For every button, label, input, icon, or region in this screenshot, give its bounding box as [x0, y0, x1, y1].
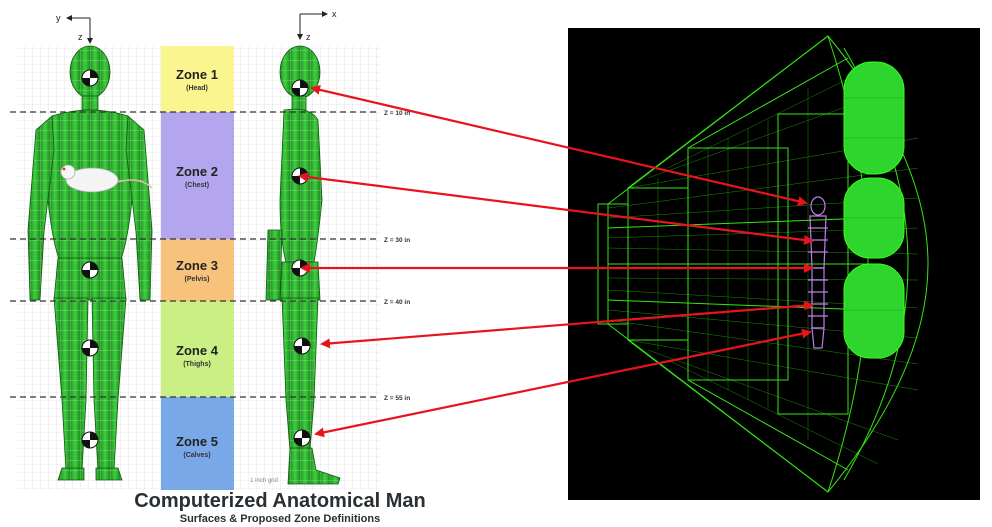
caption-title: Computerized Anatomical Man — [0, 490, 560, 512]
figure-caption: Computerized Anatomical Man Surfaces & P… — [0, 490, 560, 526]
side-axis-h-label: x — [332, 9, 337, 19]
zone-5-part: (Calves) — [183, 452, 210, 459]
zone-1-part: (Head) — [186, 85, 208, 92]
tank-pods — [844, 62, 904, 358]
zone-2-part: (Chest) — [185, 182, 209, 189]
grid-scale-label: 1 inch grid — [250, 478, 278, 484]
front-axis-h-label: y — [56, 13, 61, 23]
zone-5-name: Zone 5 — [176, 434, 218, 449]
caption-subtitle: Surfaces & Proposed Zone Definitions — [0, 512, 560, 526]
spacecraft-wireframe — [568, 28, 980, 500]
zone-2-name: Zone 2 — [176, 164, 218, 179]
front-axis-indicator: y z — [56, 13, 93, 44]
z-level-label-3: Z = 40 in — [384, 299, 410, 306]
zone-4-part: (Thighs) — [183, 361, 211, 368]
zone-3-name: Zone 3 — [176, 258, 218, 273]
anatomical-diagram: y z x z Zone 1 (Head) Zone 2 (Chest) Zon… — [0, 0, 560, 490]
zone-1-name: Zone 1 — [176, 67, 218, 82]
z-level-label-4: Z = 55 in — [384, 395, 410, 402]
zone-4-name: Zone 4 — [176, 343, 219, 358]
anatomical-man-panel: y z x z Zone 1 (Head) Zone 2 (Chest) Zon… — [0, 0, 560, 527]
side-axis-v-label: z — [306, 32, 311, 42]
side-axis-indicator: x z — [297, 9, 337, 42]
z-level-label-2: Z = 30 in — [384, 237, 410, 244]
spacecraft-wireframe-panel — [568, 28, 980, 500]
z-level-label-1: Z = 10 in — [384, 110, 410, 117]
zone-3-part: (Pelvis) — [185, 276, 210, 283]
front-axis-v-label: z — [78, 32, 83, 42]
